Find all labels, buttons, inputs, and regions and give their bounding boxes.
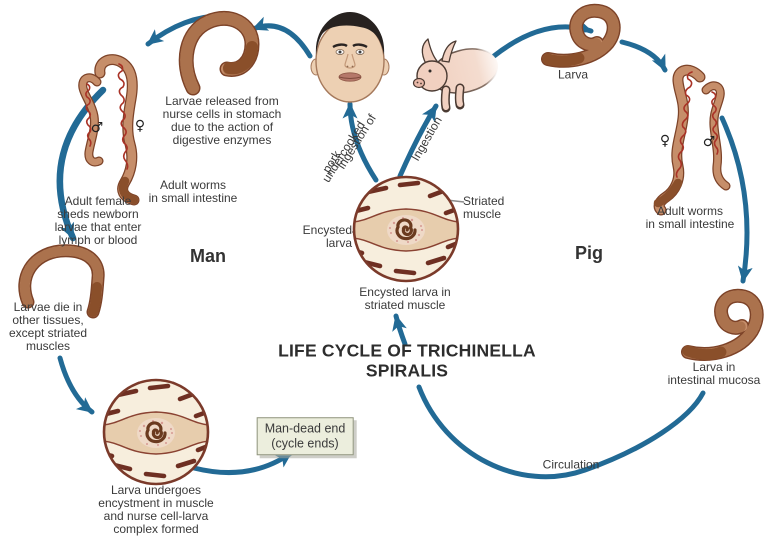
male-symbol-man-side: ♂ [90,120,104,136]
diagram-title: LIFE CYCLE OF TRICHINELLA SPIRALIS [278,340,536,381]
label-larva-mucosa: Larva in intestinal mucosa [667,359,761,387]
label-circulation: Circulation [542,457,600,472]
label-adult-female-sheds: Adult female sheds newborn larvae that e… [54,193,142,248]
label-larva-encystment: Larva undergoes encystment in muscle and… [98,482,214,537]
label-larvae-die: Larvae die in other tissues, except stri… [8,299,88,354]
pig-illustration [412,38,499,113]
label-adult-worms-pig: Adult worms in small intestine [645,203,735,231]
label-pig: Pig [574,243,604,264]
label-encysted-in-muscle: Encysted larva in striated muscle [359,284,451,312]
label-larva-pig: Larva [557,67,589,82]
worm-adult-female-pig [653,64,706,216]
arrow-to-dead-end [191,450,294,475]
arrow-larvae-to-nurse-cell [57,355,95,415]
arrow-ingestion-pig [397,103,439,179]
nurse-cell-center-illustration [353,177,459,281]
worm-adult-female-man [94,54,140,206]
label-adult-worms-man: Adult worms in small intestine [148,177,238,205]
worm-larva-mucosa [681,288,764,361]
arrow-to-encysted-caption [392,313,408,347]
worm-adult-male-pig [701,81,731,191]
dead-end-box: Man-dead end (cycle ends) [256,417,354,455]
label-larvae-released: Larvae released from nurse cells in stom… [162,93,282,148]
arrow-larva-to-adult-worms-pig [619,39,668,73]
worm-released-larva-man [178,10,260,96]
man-face-illustration [310,12,390,103]
label-man: Man [190,246,226,267]
female-symbol-pig-side: ♀ [659,133,671,149]
label-encysted-larva: Encysted larva [302,222,352,250]
arrow-circulation-arc [416,384,706,480]
male-symbol-pig-side: ♂ [702,134,716,150]
arrow-to-intestinal-mucosa [719,115,753,284]
arrow-ingestion-pork [342,101,379,183]
worm-larva-pig [541,3,621,68]
label-striated-muscle: Striated muscle [463,193,505,221]
worm-adult-male-man [78,73,104,167]
nurse-cell-man-illustration [103,380,209,484]
arrow-man-to-released-larva [250,16,313,59]
female-symbol-man-side: ♀ [134,118,146,134]
worm-newborn-larva-man [18,244,105,319]
